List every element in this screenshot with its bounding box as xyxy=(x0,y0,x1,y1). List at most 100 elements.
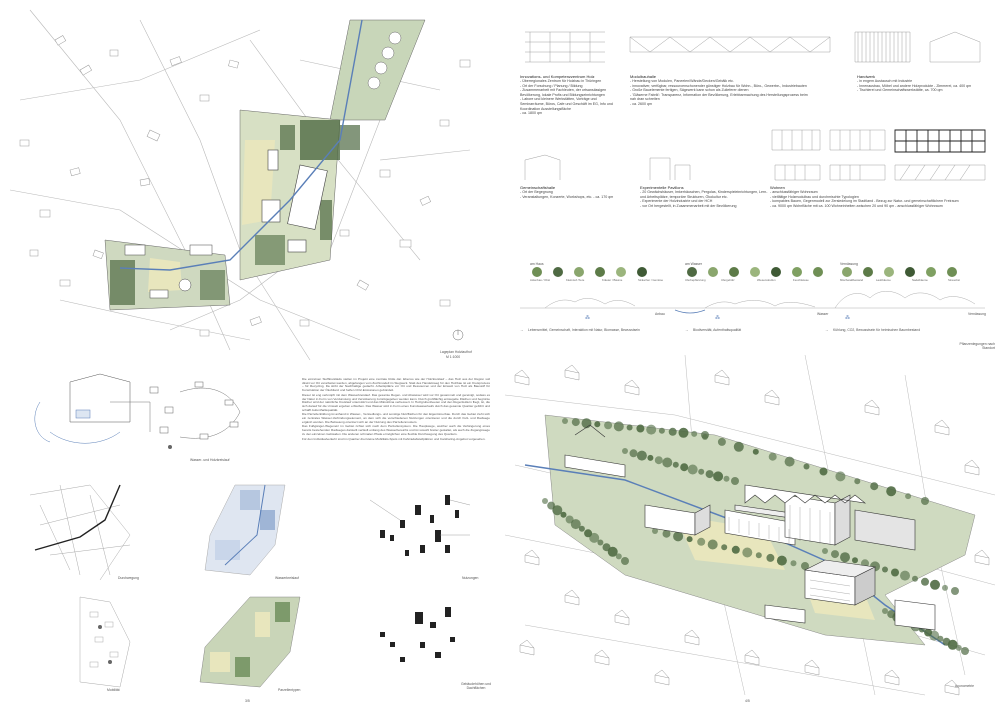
tree xyxy=(766,553,775,562)
plant-swatch xyxy=(750,267,760,277)
flow-arrow-icon: → xyxy=(825,328,829,332)
tree xyxy=(717,437,726,446)
tree-clusters xyxy=(255,120,360,265)
plant-caption: Uferbepflanzung xyxy=(685,278,706,282)
context-house xyxy=(614,609,630,626)
plant-caption: Mischwaldbestand xyxy=(840,278,864,282)
plant-caption: Wiesenstreifen xyxy=(757,278,776,282)
tree xyxy=(951,587,959,595)
plant-swatch xyxy=(595,267,605,277)
diagram-label: Parzellentypen xyxy=(278,688,301,692)
context-house xyxy=(884,669,900,686)
tree xyxy=(921,577,929,586)
tree xyxy=(626,424,633,431)
context-house xyxy=(944,679,960,696)
site-plan xyxy=(9,9,471,361)
diagram-label: Mobilität xyxy=(107,688,120,692)
tree xyxy=(578,525,585,532)
tree xyxy=(652,528,658,534)
context-house xyxy=(714,369,730,386)
tree xyxy=(552,505,563,516)
context-house xyxy=(804,659,820,676)
water-course xyxy=(119,19,363,271)
diagram-label: Gebäudehöhen und Dachflächen xyxy=(461,682,491,691)
sw-buildings xyxy=(124,244,213,299)
plant-caption: Ackerbau / Obst xyxy=(530,278,551,282)
tree xyxy=(835,471,846,482)
tree xyxy=(680,463,689,472)
plant-swatch xyxy=(553,267,563,277)
tree xyxy=(801,562,809,570)
program-block: Gemeinschaftshalle - Ort der Begegnung -… xyxy=(520,185,620,199)
tree xyxy=(658,427,665,434)
tree xyxy=(607,546,618,557)
plant-group-tag: am Haus xyxy=(530,262,544,266)
silo-circles xyxy=(367,31,402,90)
program-title: Experimentelle Pavillons xyxy=(640,185,684,190)
tree xyxy=(594,421,601,428)
surrounding-buildings xyxy=(19,35,471,337)
tree xyxy=(733,441,744,452)
plant-caption: Laubbäume xyxy=(876,278,891,282)
plant-group-tag: Vernässung xyxy=(840,262,858,266)
context-house xyxy=(564,589,580,606)
left-sheet: Lageplan Holzlaufhof M 1:1000 Wasser- un… xyxy=(9,9,491,703)
tree xyxy=(613,421,624,432)
tree xyxy=(882,566,888,573)
page-number: 4/5 xyxy=(745,699,750,703)
plant-swatch xyxy=(926,267,936,277)
tree xyxy=(636,450,647,461)
strip-label: Anbau xyxy=(655,312,665,316)
axo-buildings xyxy=(564,424,936,631)
plant-caption: Streuobst xyxy=(948,278,960,282)
tree xyxy=(731,477,739,485)
program-title: Innovations- und Kompetenzzentrum Holz xyxy=(520,74,595,79)
strip-label: Wasser xyxy=(817,312,829,316)
diagram-label: Durchwegung xyxy=(118,576,139,580)
tree xyxy=(570,519,581,530)
flow-label: Kühlung, CO2, Bewusstsein für heimischen… xyxy=(833,328,921,332)
explanation-paragraph: Für den Individualverkehr sind im Quarti… xyxy=(302,436,486,441)
context-house xyxy=(594,649,610,666)
plant-caption: Kleinvieh Tiere xyxy=(566,278,585,282)
tree xyxy=(742,547,753,558)
plant-swatch xyxy=(771,267,781,277)
tree xyxy=(707,539,718,550)
tree xyxy=(705,470,714,479)
tree xyxy=(654,456,663,465)
flow-markers: ⁂ ⁂ ⁂ xyxy=(585,315,985,321)
project-buildings xyxy=(261,149,328,253)
tree xyxy=(713,471,724,482)
tree xyxy=(629,449,638,458)
explanation-text: Die einzelnen Stoffkreisläufe stellen im… xyxy=(302,377,490,441)
tree xyxy=(886,486,897,497)
program-title: Handwerk xyxy=(857,74,876,79)
plant-swatch xyxy=(637,267,647,277)
site-plan-scale: M 1:1000 xyxy=(446,355,461,359)
diagram-parzellentypen xyxy=(199,596,301,688)
program-sketches-row-2 xyxy=(524,129,986,181)
flow-arrow-icon: → xyxy=(520,328,524,332)
diagram-label: Nutzungen xyxy=(462,576,479,580)
tree xyxy=(646,424,657,435)
tree xyxy=(662,529,671,538)
tree xyxy=(831,550,839,559)
tree xyxy=(854,478,861,485)
tree xyxy=(784,456,795,467)
tree xyxy=(961,647,969,655)
plant-caption: Feuchtwiese xyxy=(793,278,809,282)
water-cycle-diagram xyxy=(34,373,241,449)
context-house xyxy=(934,419,950,436)
plant-swatch xyxy=(708,267,718,277)
program-title: Gemeinschaftshalle xyxy=(520,185,556,190)
tree xyxy=(912,575,918,582)
planting-note: Pflanzenlegungen nach Standort xyxy=(959,342,995,351)
program-text: - 20 Gewächshäuser, Imkerhäuschen, Pergo… xyxy=(640,190,768,208)
diagram-wasserkreislauf xyxy=(204,484,286,576)
context-house xyxy=(974,549,990,566)
tree xyxy=(560,511,567,518)
tree xyxy=(686,536,693,543)
program-text: - Überregionales Zentrum für Holzbau in … xyxy=(520,79,613,116)
